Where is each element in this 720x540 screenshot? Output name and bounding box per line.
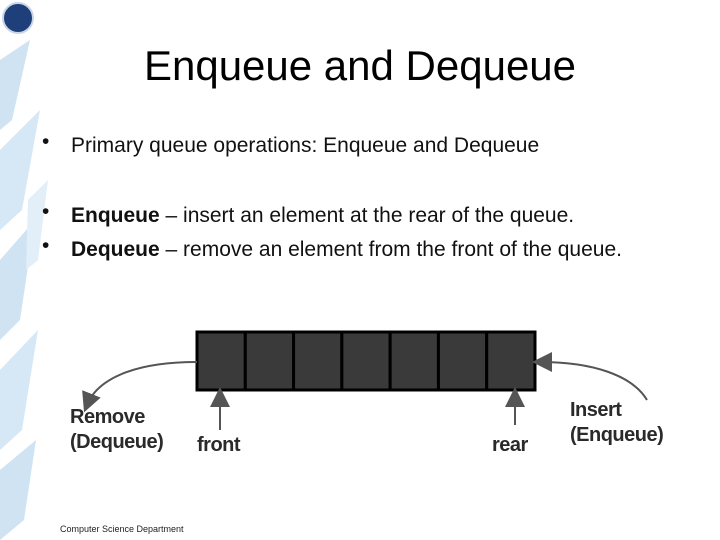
footer-department: Computer Science Department — [60, 524, 184, 534]
remove-text: Remove — [70, 405, 163, 430]
queue-cell — [245, 332, 293, 390]
university-logo — [2, 2, 34, 34]
bullet-dot: • — [42, 130, 49, 154]
slide-title: Enqueue and Dequeue — [0, 42, 720, 90]
bullet-term: Dequeue — [71, 238, 160, 261]
remove-arrow — [87, 362, 197, 405]
queue-diagram: Remove (Dequeue) front rear Insert (Enqu… — [62, 325, 682, 470]
insert-text: Insert — [570, 398, 663, 423]
queue-cell — [197, 332, 245, 390]
remove-label: Remove (Dequeue) — [70, 405, 163, 455]
bullet-text: Primary queue operations: Enqueue and De… — [71, 130, 682, 161]
queue-cell — [487, 332, 535, 390]
bullet-dot: • — [42, 200, 49, 224]
bullet-text: Enqueue – insert an element at the rear … — [71, 200, 682, 231]
queue-cell — [294, 332, 342, 390]
queue-cell — [342, 332, 390, 390]
queue-cell — [390, 332, 438, 390]
bullet-text: Dequeue – remove an element from the fro… — [71, 234, 646, 265]
bullet-dot: • — [42, 234, 49, 258]
dequeue-text: (Dequeue) — [70, 430, 163, 455]
queue-cells — [197, 332, 535, 390]
bullet-definition: – insert an element at the rear of the q… — [160, 204, 574, 227]
rear-label: rear — [492, 433, 528, 458]
bullet-term: Enqueue — [71, 204, 160, 227]
insert-label: Insert (Enqueue) — [570, 398, 663, 448]
queue-cell — [438, 332, 486, 390]
insert-arrow — [540, 362, 647, 400]
bullet-definition: – remove an element from the front of th… — [160, 238, 622, 261]
front-label: front — [197, 433, 240, 458]
enqueue-text: (Enqueue) — [570, 423, 663, 448]
